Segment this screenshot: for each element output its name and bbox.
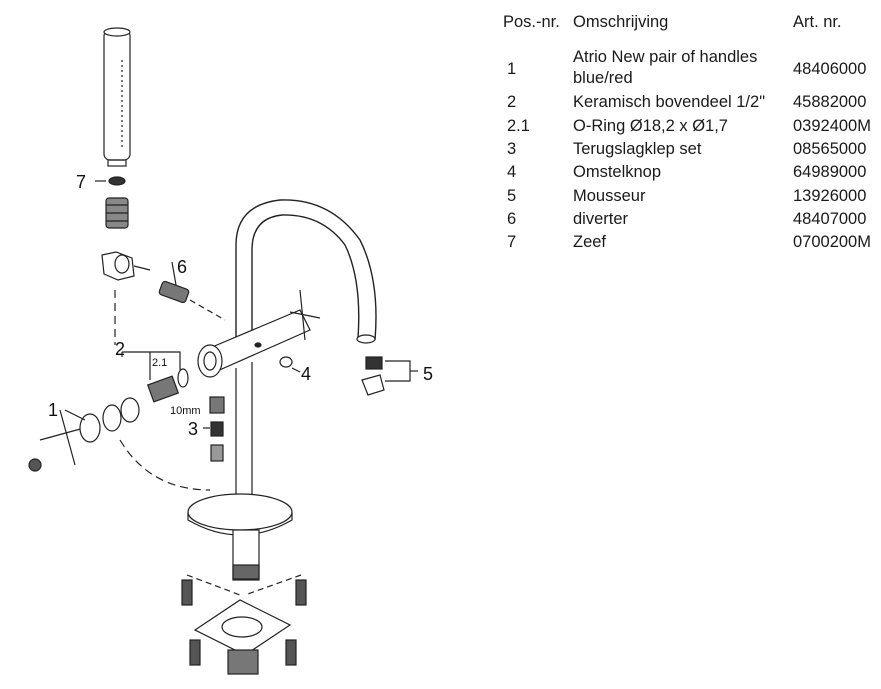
row-art: 48407000 bbox=[793, 210, 867, 228]
row-desc: Terugslagklep set bbox=[573, 140, 702, 158]
row-desc: Atrio New pair of handles bbox=[573, 48, 758, 66]
part-3-check-valve bbox=[119, 396, 225, 491]
dimension-label: 10mm bbox=[170, 405, 201, 417]
row-desc: diverter bbox=[573, 210, 629, 228]
callout-5: 5 bbox=[423, 364, 433, 384]
callout-4: 4 bbox=[301, 364, 311, 384]
row-pos: 2 bbox=[507, 93, 517, 111]
row-pos: 5 bbox=[507, 187, 517, 205]
row-pos: 2.1 bbox=[507, 117, 530, 135]
part-4-knob bbox=[279, 356, 301, 373]
row-pos: 6 bbox=[507, 210, 517, 228]
part-1-handle bbox=[28, 397, 140, 472]
row-pos: 1 bbox=[507, 60, 517, 78]
row-desc: O-Ring Ø18,2 x Ø1,7 bbox=[573, 117, 728, 135]
callout-2: 2 bbox=[115, 339, 125, 359]
part-2-cartridge bbox=[121, 351, 189, 403]
faucet-body bbox=[187, 199, 377, 581]
wall-holder bbox=[101, 251, 151, 281]
row-desc-line2: blue/red bbox=[573, 69, 633, 87]
header-desc: Omschrijving bbox=[573, 13, 669, 31]
hand-shower bbox=[103, 27, 131, 167]
row-art: 13926000 bbox=[793, 187, 867, 205]
row-pos: 4 bbox=[507, 163, 517, 181]
row-art: 48406000 bbox=[793, 60, 867, 78]
part-6-diverter bbox=[114, 261, 226, 345]
callout-7: 7 bbox=[76, 172, 86, 192]
row-desc: Mousseur bbox=[573, 187, 646, 205]
row-art: 45882000 bbox=[793, 93, 867, 111]
exploded-parts-diagram: 7 6 2 2.1 1 10mm 3 4 5 bbox=[28, 27, 433, 675]
header-pos: Pos.-nr. bbox=[503, 13, 560, 31]
row-desc: Keramisch bovendeel 1/2" bbox=[573, 93, 766, 111]
header-art: Art. nr. bbox=[793, 13, 842, 31]
row-pos: 7 bbox=[507, 233, 517, 251]
callout-2-1: 2.1 bbox=[152, 357, 167, 369]
part-7-strainer bbox=[95, 176, 126, 186]
row-desc: Omstelknop bbox=[573, 163, 662, 181]
hose-nut bbox=[105, 197, 129, 229]
row-art: 08565000 bbox=[793, 140, 867, 158]
row-art: 0700200M bbox=[793, 233, 871, 251]
callout-3: 3 bbox=[188, 419, 198, 439]
row-art: 0392400M bbox=[793, 117, 871, 135]
row-desc: Zeef bbox=[573, 233, 607, 251]
callout-6: 6 bbox=[177, 257, 187, 277]
callout-1: 1 bbox=[48, 400, 58, 420]
row-pos: 3 bbox=[507, 140, 517, 158]
part-5-aerator bbox=[361, 356, 418, 396]
mounting-set bbox=[181, 574, 307, 675]
row-art: 64989000 bbox=[793, 163, 867, 181]
